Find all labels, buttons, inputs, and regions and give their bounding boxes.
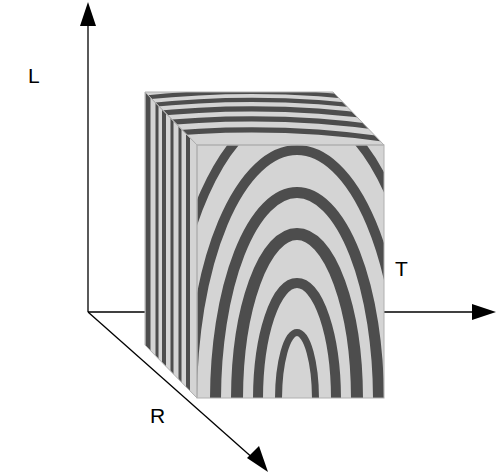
axis-label: L	[28, 65, 40, 86]
grain-stripe	[162, 80, 166, 410]
arrowhead	[472, 304, 496, 320]
grain-stripe	[156, 80, 159, 410]
growth-ring	[140, 130, 390, 140]
grain-stripe	[171, 80, 174, 410]
grain-stripe	[146, 80, 151, 410]
growth-ring	[216, 193, 379, 476]
grain-stripe	[179, 80, 182, 410]
growth-rings-top	[140, 92, 390, 140]
arrowhead	[80, 2, 96, 26]
axis-label: R	[150, 405, 165, 426]
l-axis	[87, 22, 88, 312]
growth-ring	[258, 283, 336, 476]
growth-ring	[237, 234, 357, 476]
growth-ring	[167, 108, 428, 476]
growth-ring	[192, 150, 402, 476]
axis-label: T	[395, 258, 408, 279]
arrowhead	[247, 446, 268, 472]
growth-ring	[279, 333, 316, 468]
growth-rings-front	[167, 108, 428, 476]
block-edges	[145, 92, 384, 398]
